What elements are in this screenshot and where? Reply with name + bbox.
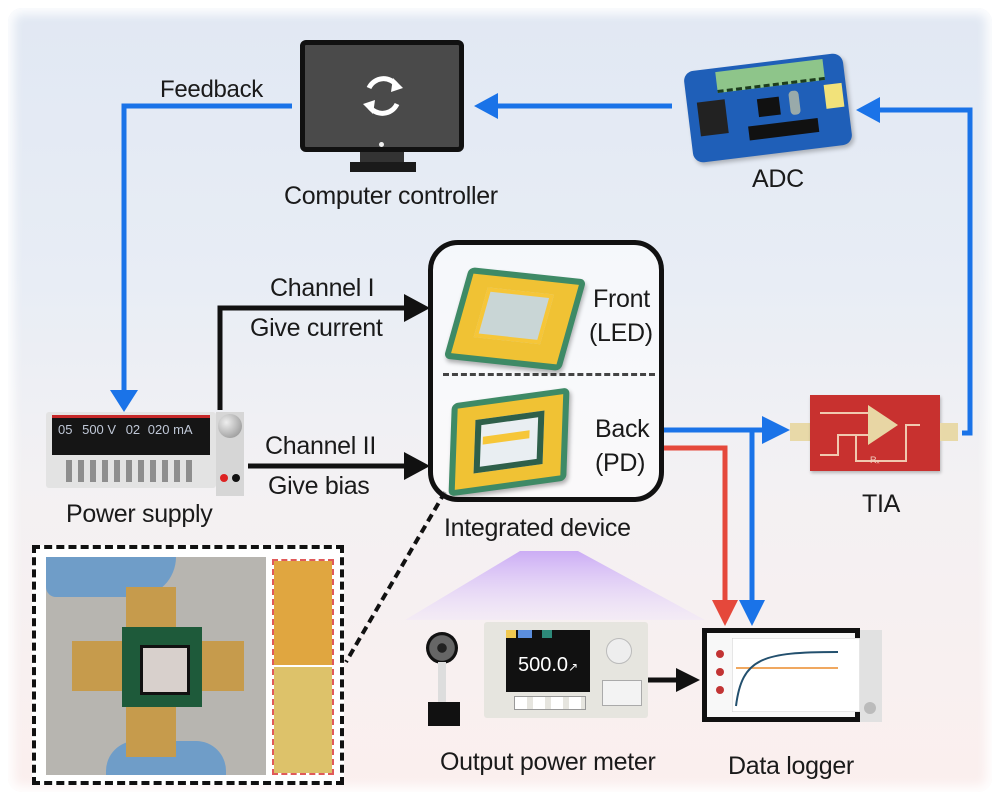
logger-knob <box>864 702 876 714</box>
front-label: Front <box>593 285 650 313</box>
feedback-label: Feedback <box>160 76 263 103</box>
device-photo-inset <box>32 545 344 785</box>
light-emission-glow <box>405 551 705 620</box>
meter-reading: 500.0↗ <box>518 654 579 676</box>
tia-module: Rₓ <box>790 395 964 471</box>
logger-indicator <box>716 668 724 676</box>
led-chip <box>443 266 587 372</box>
tia-body: Rₓ <box>810 395 940 471</box>
channel-2-label: Channel II <box>265 432 376 460</box>
device-photo <box>46 557 266 775</box>
pd-chip <box>448 387 570 497</box>
refresh-cycle-icon <box>363 76 403 116</box>
channel-2-arrowhead <box>404 452 430 480</box>
output-power-meter-label: Output power meter <box>440 748 656 776</box>
adc-left-connector <box>696 99 729 137</box>
computer-controller <box>300 40 470 175</box>
meter-screen: 500.0↗ <box>506 630 590 692</box>
meter-dpad <box>606 638 632 664</box>
power-led <box>379 142 384 147</box>
adc-pin-header <box>823 82 845 109</box>
logger-side-panel <box>860 630 882 722</box>
give-current-label: Give current <box>250 314 383 342</box>
pd-to-logger-red-wire <box>664 445 728 604</box>
zoom-detail-led <box>274 561 332 665</box>
red-terminal <box>220 474 228 482</box>
back-label: Back <box>595 415 650 443</box>
meter-to-logger-arrowhead <box>676 668 700 692</box>
ch1-readout: 05 <box>58 422 73 437</box>
device-divider <box>443 373 655 376</box>
power-supply-buttons <box>66 460 194 482</box>
channel-1-label: Channel I <box>270 274 375 302</box>
feedback-wire <box>121 103 292 398</box>
monitor-base <box>350 162 416 172</box>
tia-input-connector <box>790 423 810 441</box>
zoom-detail-pd <box>274 667 332 773</box>
response-curve <box>735 651 839 707</box>
optical-sensor-head <box>426 632 458 664</box>
monitor-stand <box>360 152 404 164</box>
pd-to-logger-blue-arrowhead <box>739 600 765 626</box>
power-supply-knob <box>218 414 242 438</box>
tia-to-adc-arrowhead <box>856 97 880 123</box>
sma-connector <box>194 641 244 691</box>
sma-connector <box>72 641 126 691</box>
integrated-device-box: Front (LED) Back (PD) <box>428 240 664 502</box>
front-sub-label: (LED) <box>589 319 653 347</box>
output-power-meter: 500.0↗ <box>420 618 650 730</box>
power-supply-display: 05 500 V 02 020 mA <box>52 415 210 455</box>
pd-to-tia-arrowhead <box>762 416 790 444</box>
zoom-detail <box>272 559 334 775</box>
device-window <box>140 645 190 695</box>
logger-indicator <box>716 650 724 658</box>
op-amp-symbol <box>820 405 920 462</box>
logger-indicator <box>716 686 724 694</box>
tia-output-connector <box>940 423 958 441</box>
channel-1-arrowhead <box>404 294 430 322</box>
meter-buttons <box>514 696 586 710</box>
meter-keypad <box>602 680 642 706</box>
adc-chip <box>756 96 781 118</box>
adc-label: ADC <box>752 165 804 193</box>
monitor-screen <box>300 40 464 152</box>
tia-label: TIA <box>862 490 900 518</box>
voltage-readout: 500 V <box>82 422 117 437</box>
computer-controller-label: Computer controller <box>284 182 498 210</box>
give-bias-label: Give bias <box>268 472 370 500</box>
tia-to-adc-wire <box>880 107 973 436</box>
channel-1-wire <box>217 305 410 410</box>
sensor-post <box>438 662 446 704</box>
data-logger <box>702 628 882 732</box>
data-logger-label: Data logger <box>728 752 854 780</box>
black-terminal <box>232 474 240 482</box>
adc-to-computer-arrowhead <box>474 93 498 119</box>
sma-connector <box>126 697 176 757</box>
inset-connector-dashed <box>344 490 447 664</box>
back-sub-label: (PD) <box>595 449 646 477</box>
adc-header-strip <box>748 118 820 141</box>
adc-crystal <box>788 90 801 116</box>
pd-to-logger-red-arrowhead <box>712 600 738 626</box>
tia-resistor-label: Rₓ <box>870 455 880 465</box>
power-supply: 05 500 V 02 020 mA <box>40 412 244 496</box>
logger-plot <box>732 638 860 712</box>
current-readout: 020 mA <box>147 422 193 437</box>
sensor-base <box>428 702 460 726</box>
adc-board <box>682 52 854 164</box>
feedback-arrowhead <box>110 390 138 412</box>
power-supply-label: Power supply <box>66 500 213 528</box>
integrated-device-label: Integrated device <box>444 514 631 542</box>
ch2-readout: 02 <box>125 422 141 437</box>
